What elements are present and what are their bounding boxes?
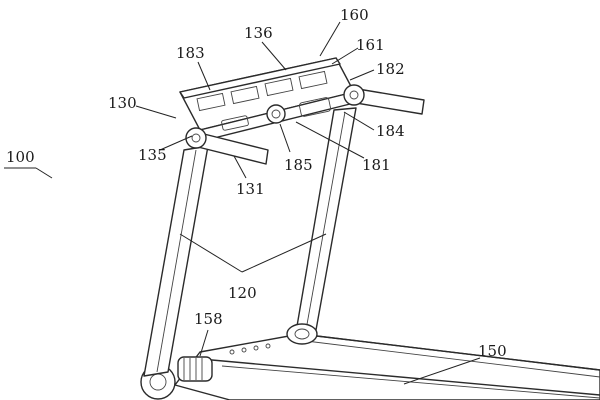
- running-deck: [140, 333, 600, 400]
- label-185: 185: [284, 156, 313, 174]
- reference-labels: 100 130 135 131 183 136 160 161 182 184 …: [6, 6, 507, 360]
- label-182: 182: [376, 60, 405, 78]
- handlebar-left: [185, 127, 269, 165]
- label-150: 150: [478, 342, 507, 360]
- label-161: 161: [356, 36, 385, 54]
- label-130: 130: [108, 94, 137, 112]
- label-181: 181: [362, 156, 391, 174]
- label-120: 120: [228, 284, 257, 302]
- leader-lines: [4, 21, 481, 385]
- handlebar-right: [343, 84, 425, 115]
- label-158: 158: [194, 310, 223, 328]
- upright-left: [143, 145, 209, 377]
- label-184: 184: [376, 122, 405, 140]
- label-160: 160: [340, 6, 369, 24]
- label-100: 100: [6, 148, 35, 166]
- label-131: 131: [236, 180, 265, 198]
- label-136: 136: [244, 24, 273, 42]
- upright-right: [286, 107, 357, 345]
- label-183: 183: [176, 44, 205, 62]
- label-135: 135: [138, 146, 167, 164]
- console-assembly: [179, 57, 359, 141]
